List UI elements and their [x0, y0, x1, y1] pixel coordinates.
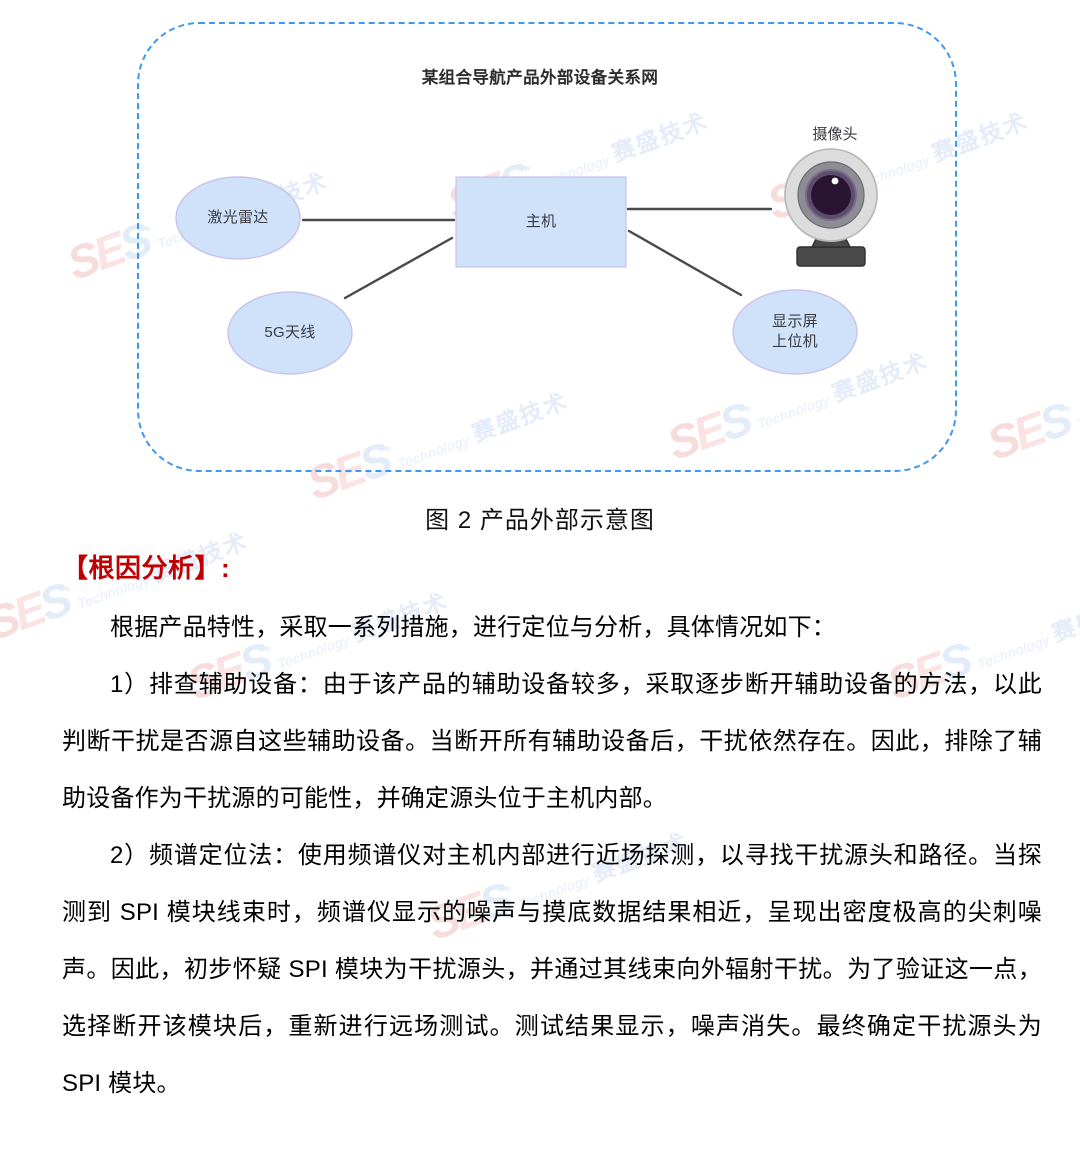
- root-cause-analysis-heading: 【根因分析】:: [62, 553, 231, 583]
- article-body: 【根因分析】: 根据产品特性，采取一系列措施，进行定位与分析，具体情况如下： 1…: [0, 548, 1080, 1112]
- diagram-dashed-frame: [137, 22, 957, 472]
- node-antenna: [227, 291, 353, 375]
- edge-host-display: [627, 229, 743, 297]
- node-display: [732, 289, 858, 375]
- node-host: [455, 176, 627, 268]
- diagram-canvas: [175, 148, 878, 375]
- diagram-title: 某组合导航产品外部设备关系网: [421, 69, 659, 87]
- edge-antenna-host: [343, 236, 454, 300]
- figure-caption: 图 2 产品外部示意图: [425, 507, 655, 534]
- paragraph-step-2: 2）频谱定位法：使用频谱仪对主机内部进行近场探测，以寻找干扰源头和路径。当探测到…: [62, 842, 1042, 1097]
- paragraph-step-1: 1）排查辅助设备：由于该产品的辅助设备较多，采取逐步断开辅助设备的方法，以此判断…: [62, 671, 1042, 812]
- node-lidar: [175, 176, 301, 260]
- paragraph-intro: 根据产品特性，采取一系列措施，进行定位与分析，具体情况如下：: [110, 614, 836, 641]
- node-label-camera: 摄像头: [812, 126, 858, 143]
- product-external-diagram: 某组合导航产品外部设备关系网: [0, 0, 1080, 485]
- webcam-icon: [784, 148, 878, 267]
- diagram-edges: [301, 207, 773, 300]
